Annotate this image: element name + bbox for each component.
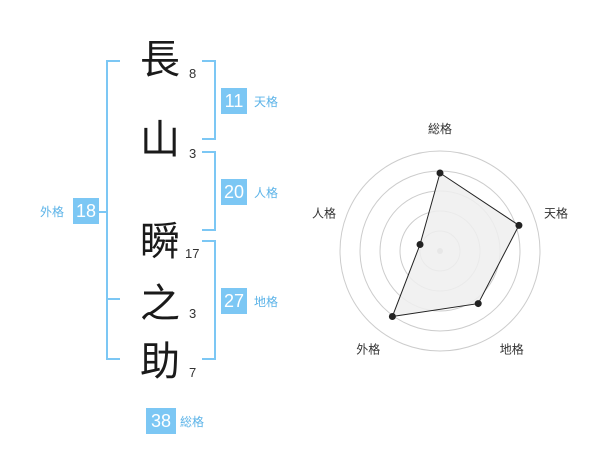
gaikaku-badge: 18 — [73, 198, 99, 224]
radar-points — [388, 169, 523, 321]
name-char-4: 之 — [140, 281, 180, 327]
stroke-count-1: 8 — [189, 66, 197, 81]
gaikaku-bracket-vertical — [106, 60, 108, 360]
jinkaku-label: 人格 — [254, 186, 279, 200]
gaikaku-label: 外格 — [40, 205, 65, 219]
name-char-3: 瞬 — [140, 219, 180, 265]
jinkaku-bracket-bottom — [202, 229, 216, 231]
name-char-2: 山 — [140, 117, 180, 163]
radar-area — [391, 172, 520, 318]
gaikaku-bracket-top — [106, 60, 120, 62]
radar-axis-label-3: 地格 — [500, 342, 524, 357]
stroke-count-5: 7 — [189, 365, 197, 380]
radar-axis-label-1: 総格 — [428, 121, 452, 136]
stroke-count-3: 17 — [185, 246, 200, 261]
tenkaku-bracket-top — [202, 60, 216, 62]
radar-axis-label-2: 天格 — [544, 205, 568, 220]
radar-point-2 — [515, 221, 523, 229]
radar-point-5 — [416, 241, 424, 249]
chikaku-bracket-bottom — [202, 358, 216, 360]
jinkaku-badge: 20 — [221, 179, 247, 205]
radar-axis-label-4: 外格 — [356, 342, 380, 357]
name-char-1: 長 — [140, 37, 180, 83]
jinkaku-bracket-top — [202, 151, 216, 153]
name-char-5: 助 — [140, 339, 180, 385]
jinkaku-bracket-vertical — [214, 151, 216, 231]
soukaku-badge: 38 — [146, 408, 176, 434]
soukaku-label: 総格 — [180, 415, 205, 429]
radar-point-4 — [388, 313, 396, 321]
tenkaku-bracket-vertical — [214, 60, 216, 140]
chikaku-label: 地格 — [254, 295, 279, 309]
chikaku-bracket-vertical — [214, 240, 216, 360]
gaikaku-connector — [98, 211, 106, 213]
gaikaku-bracket-mid — [106, 298, 120, 300]
radar-axis-label-5: 人格 — [312, 205, 336, 220]
stroke-count-4: 3 — [189, 306, 197, 321]
stroke-count-2: 3 — [189, 146, 197, 161]
radar-point-3 — [474, 300, 482, 308]
chikaku-bracket-top — [202, 240, 216, 242]
tenkaku-bracket-bottom — [202, 138, 216, 140]
tenkaku-label: 天格 — [254, 95, 279, 109]
radar-ring-5 — [339, 150, 541, 352]
radar-point-1 — [436, 169, 444, 177]
gaikaku-bracket-bottom — [106, 358, 120, 360]
chikaku-badge: 27 — [221, 288, 247, 314]
tenkaku-badge: 11 — [221, 88, 247, 114]
